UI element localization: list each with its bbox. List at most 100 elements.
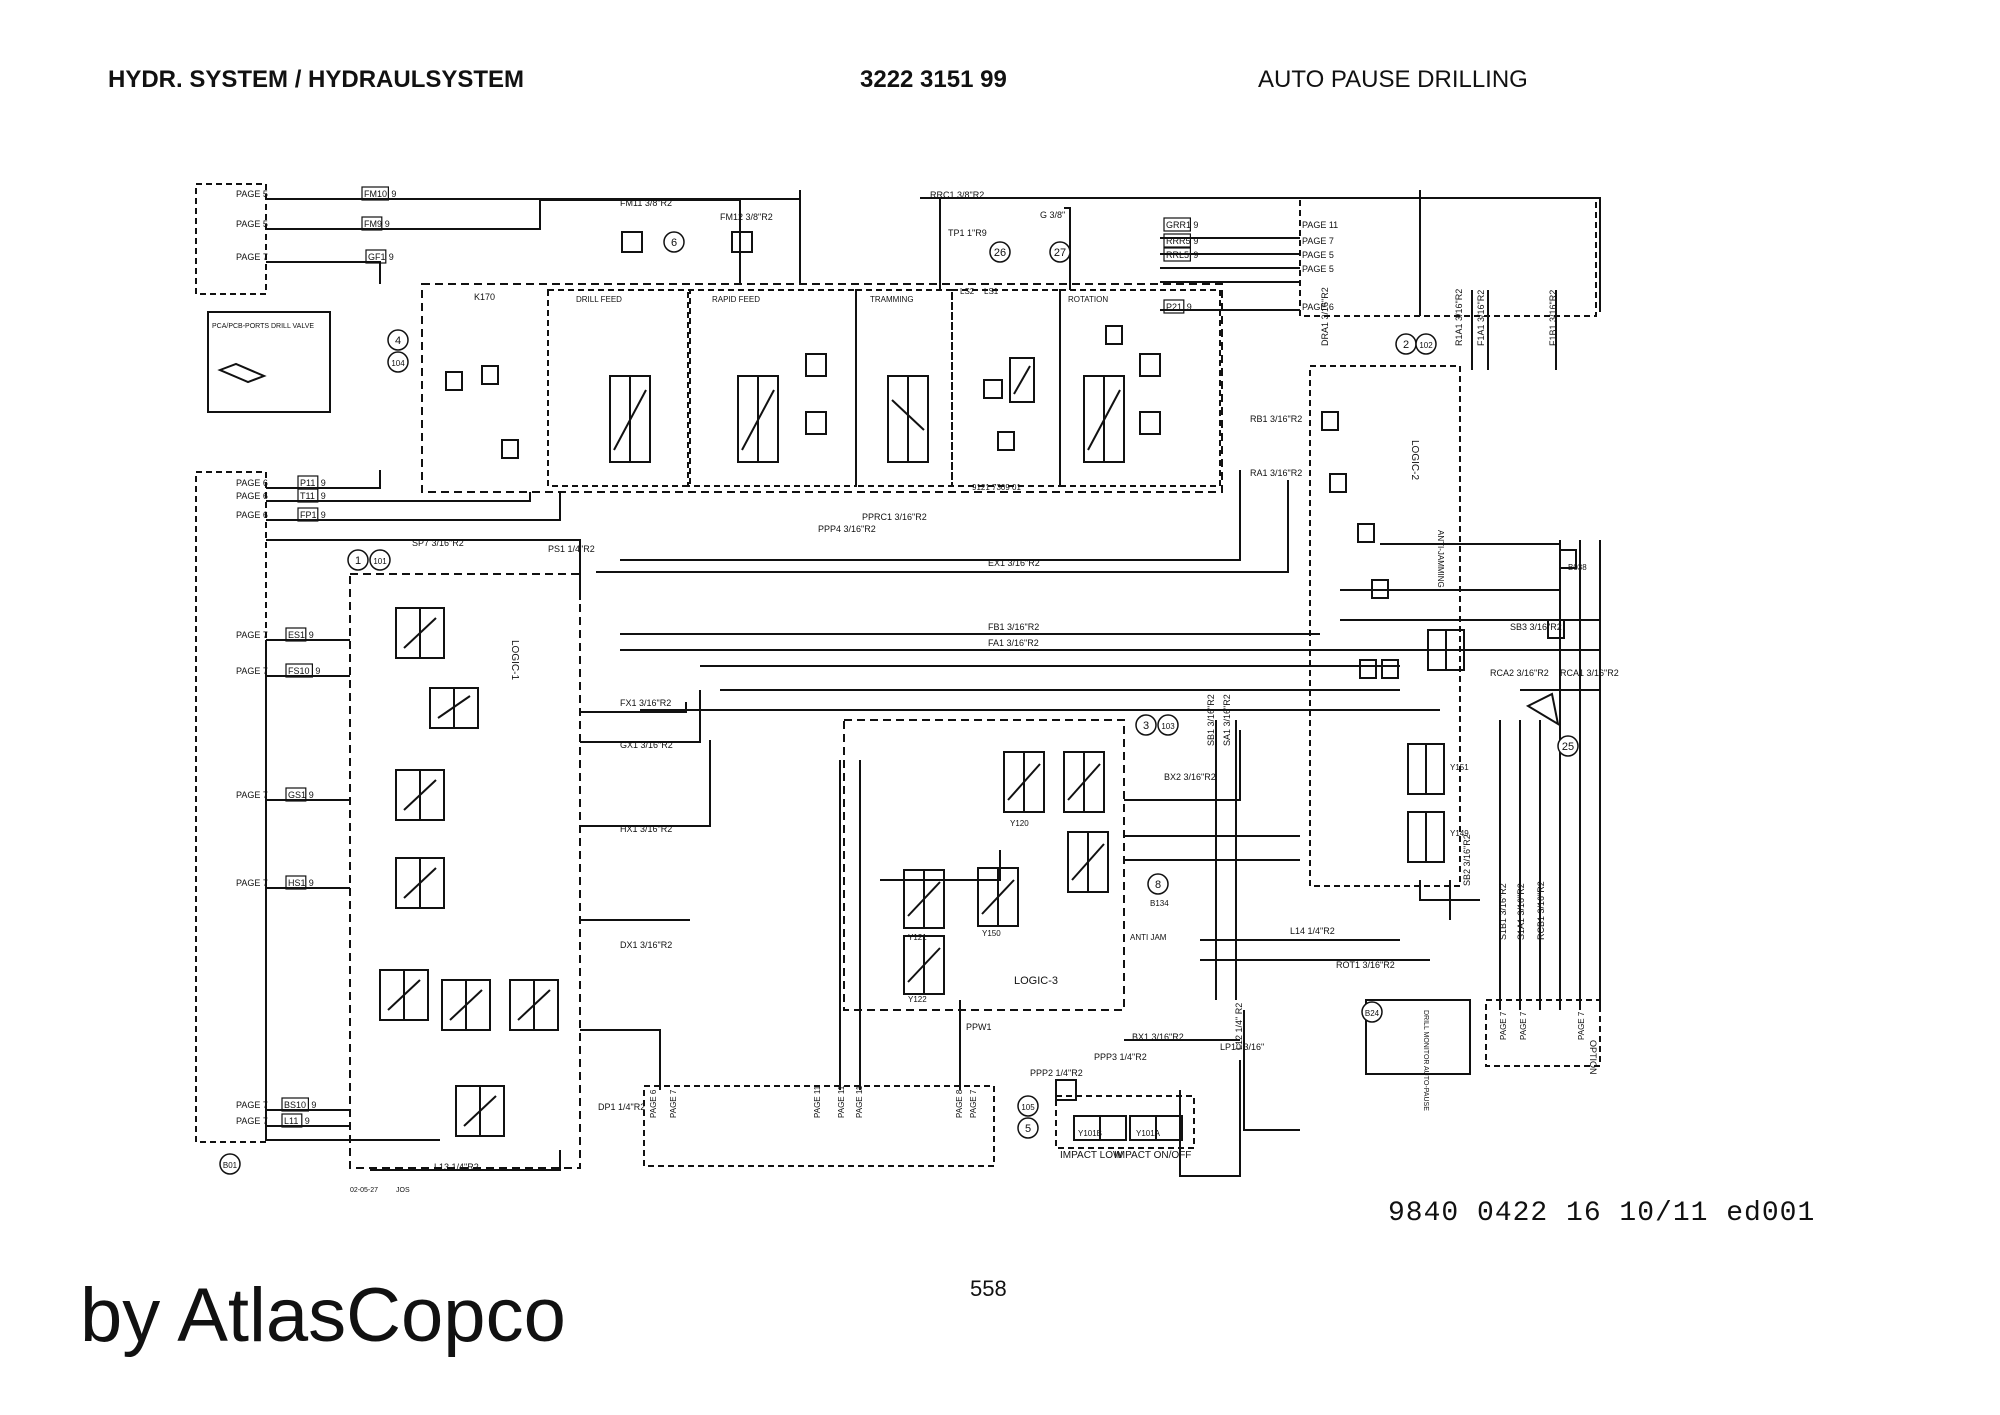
line-label: PPP3 1/4"R2 — [1094, 1052, 1147, 1062]
anti-jamming-label: ANTI-JAMMING — [1436, 530, 1445, 588]
page-ref-left: PAGE 5 — [236, 219, 268, 229]
line-label: FA1 3/16"R2 — [988, 638, 1039, 648]
line-label-box — [297, 488, 319, 503]
line-label-box — [297, 507, 319, 522]
document-number: 9840 0422 16 10/11 ed001 — [1388, 1198, 1816, 1229]
block-label-rapid-feed: RAPID FEED — [712, 295, 760, 304]
logic3-title: LOGIC-3 — [1014, 975, 1058, 987]
logic2-title: LOGIC-2 — [1409, 440, 1420, 480]
brand-text: by AtlasCopco — [80, 1273, 566, 1358]
page-ref-right: PAGE 11 — [1302, 220, 1338, 230]
page-ref-bottom: PAGE 7 — [669, 1089, 678, 1118]
ref-circle-label: 5 — [1025, 1123, 1031, 1135]
line-label: EX1 3/16"R2 — [988, 558, 1040, 568]
page-ref-right: PAGE 5 — [1302, 264, 1334, 274]
component-y122: Y122 — [908, 995, 927, 1004]
page-ref-left: PAGE 6 — [236, 510, 268, 520]
page-number: 558 — [970, 1276, 1007, 1301]
block-label-rotation: ROTATION — [1068, 295, 1108, 304]
line-size: 9 — [1187, 302, 1192, 312]
line-label: GS1 — [288, 790, 306, 800]
component-y101a: Y101A — [1136, 1129, 1161, 1138]
valve-part-number: 9121 7309 01 — [972, 483, 1021, 492]
line-label: ROT1 3/16"R2 — [1336, 960, 1395, 970]
ref-circle-label: 1 — [355, 555, 361, 567]
page-ref-left: PAGE 7 — [236, 252, 268, 262]
bottom-page-box — [643, 1085, 995, 1167]
page-ref-left: PAGE 6 — [236, 478, 268, 488]
line-label: RRL5 — [1166, 250, 1189, 260]
page-ref-left: PAGE 7 — [236, 630, 268, 640]
impact-valve-box — [1055, 1095, 1195, 1149]
page-ref-left: PAGE 7 — [236, 878, 268, 888]
line-label-box — [285, 663, 313, 678]
page-ref-bottom: PAGE 7 — [1519, 1011, 1528, 1040]
line-size: 9 — [309, 790, 314, 800]
valve-logic1-8 — [455, 1085, 505, 1137]
ref-circle — [1017, 1095, 1039, 1117]
line-label: PPW1 — [966, 1022, 992, 1032]
valve-logic1-2 — [429, 687, 479, 729]
page-ref-bottom: PAGE 11 — [855, 1085, 864, 1118]
ref-circle — [989, 241, 1011, 263]
valve-drill-feed — [609, 375, 651, 463]
valve-logic1-5 — [379, 969, 429, 1021]
valve-logic1-4 — [395, 857, 445, 909]
block-label-k170: K170 — [474, 292, 495, 302]
line-label-box — [1163, 233, 1191, 248]
left-page-box-top — [195, 183, 267, 295]
line-label: L13 1/4"R2 — [434, 1162, 479, 1172]
line-label: FM12 3/8"R2 — [720, 212, 773, 222]
valve-logic3-main — [1067, 831, 1109, 893]
valve-anti-jamming — [1427, 629, 1465, 671]
line-label-box — [281, 1097, 309, 1112]
logic1-title: LOGIC-1 — [509, 640, 520, 680]
ref-circle-label: 102 — [1419, 341, 1433, 350]
valve-logic3-y122 — [903, 935, 945, 995]
valve-logic1-3 — [395, 769, 445, 821]
line-size: 9 — [309, 630, 314, 640]
page-ref-right: PAGE 5 — [1302, 250, 1334, 260]
valve-logic3-y120b — [1063, 751, 1105, 813]
line-label: RRC1 3/8"R2 — [930, 190, 984, 200]
ref-circle-label: 104 — [391, 359, 405, 368]
line-label: TP1 1"R9 — [948, 228, 987, 238]
line-label: FX1 3/16"R2 — [620, 698, 671, 708]
block-label-tramming: TRAMMING — [870, 295, 914, 304]
ref-circle — [387, 329, 409, 351]
line-label: GX1 3/16"R2 — [620, 740, 673, 750]
ref-circle — [1557, 735, 1579, 757]
part-number: 3222 3151 99 — [860, 66, 1007, 93]
line-label: P21 — [1166, 302, 1182, 312]
line-label: F1A1 3/16"R2 — [1476, 290, 1486, 346]
valve-ls1 — [1009, 357, 1035, 403]
ref-circle-label: B24 — [1365, 1009, 1380, 1018]
logic2-block — [1309, 365, 1461, 887]
logic1-block — [349, 573, 581, 1169]
line-label: FM11 3/8"R2 — [620, 198, 672, 208]
ref-circle-label: B01 — [223, 1161, 238, 1170]
ref-circle — [1157, 714, 1179, 736]
page-ref-left: PAGE 7 — [236, 666, 268, 676]
line-label: P11 — [300, 478, 315, 488]
line-label: ES1 — [288, 630, 305, 640]
line-label: PPP4 3/16"R2 — [818, 524, 876, 534]
page-ref-right: PAGE 6 — [1302, 302, 1334, 312]
drill-valve-block — [421, 283, 1223, 493]
line-label-box — [285, 787, 307, 802]
ref-circle — [347, 549, 369, 571]
line-label: BX1 3/16"R2 — [1132, 1032, 1184, 1042]
component-y120: Y120 — [1010, 819, 1029, 828]
component-y101b: Y101B — [1078, 1129, 1102, 1138]
valve-logic1-1 — [395, 607, 445, 659]
page-ref-bottom: PAGE 6 — [649, 1089, 658, 1118]
line-label: L11 — [284, 1116, 298, 1126]
line-label: L12 1/4" R2 — [1234, 1003, 1244, 1050]
line-size: 9 — [315, 666, 320, 676]
page-ref-left: PAGE 5 — [236, 189, 268, 199]
line-size: 9 — [1193, 250, 1198, 260]
left-page-box-main — [195, 471, 267, 1143]
ref-circle-label: 105 — [1021, 1103, 1035, 1112]
page-ref-left: PAGE 7 — [236, 1100, 268, 1110]
